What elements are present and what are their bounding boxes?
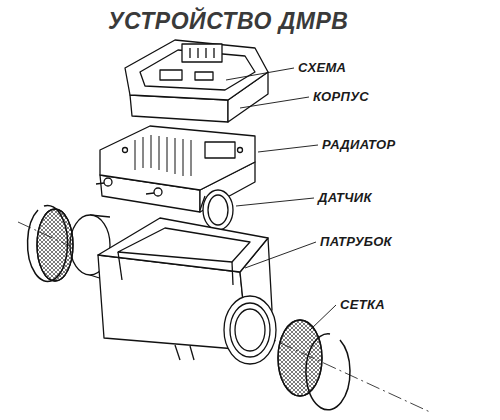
part-label: ДАТЧИК	[317, 190, 373, 205]
part-label: РАДИАТОР	[321, 137, 397, 152]
part-label: СЕТКА	[339, 297, 386, 312]
part-label: КОРПУС	[312, 89, 370, 104]
part-label: ПАТРУБОК	[319, 234, 393, 249]
part-label: СХЕМА	[297, 60, 347, 75]
diagram-title: УСТРОЙСТВО ДМРВ	[108, 8, 348, 35]
